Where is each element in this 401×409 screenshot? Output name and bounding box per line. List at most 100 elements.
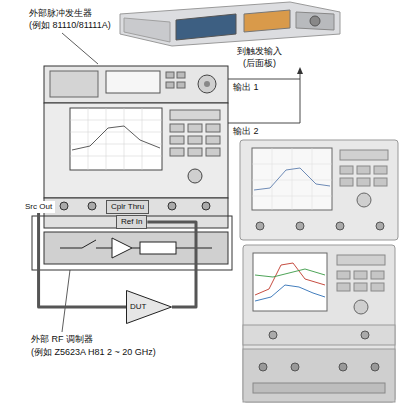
network-analyzer-photo xyxy=(337,271,350,279)
rf-modulator xyxy=(176,248,212,249)
rf-modulator xyxy=(32,216,232,270)
network-analyzer-photo xyxy=(240,140,398,240)
network-analyzer xyxy=(206,148,220,156)
rf-modulator xyxy=(82,240,96,248)
pulse-generator-instrument xyxy=(166,82,174,88)
network-analyzer xyxy=(170,148,184,156)
network-analyzer xyxy=(202,202,210,210)
rf-modulator xyxy=(60,248,82,249)
network-analyzer xyxy=(188,136,202,144)
network-analyzer xyxy=(170,110,220,120)
pulse-generator-photo xyxy=(120,2,340,46)
rf-modulator xyxy=(140,242,176,254)
port-label: Cplr Thru xyxy=(106,200,149,214)
pulse-generator-photo xyxy=(176,14,236,40)
cable xyxy=(39,213,126,307)
network-analyzer-photo xyxy=(339,363,347,371)
trigger-wire xyxy=(228,72,300,79)
network-analyzer xyxy=(70,108,162,170)
network-analyzer-photo xyxy=(374,178,387,186)
network-analyzer xyxy=(72,126,160,150)
pulse-generator-instrument xyxy=(50,71,98,97)
pulse-generator-instrument xyxy=(44,66,228,103)
node-text: Ref In xyxy=(121,217,142,226)
network-analyzer-photo xyxy=(357,178,370,186)
cable xyxy=(147,222,196,307)
pulse-generator-instrument xyxy=(166,72,174,78)
network-analyzer-photo xyxy=(252,148,332,210)
network-analyzer xyxy=(188,169,202,183)
node-text: Cplr Thru xyxy=(111,202,144,211)
network-analyzer xyxy=(60,202,68,210)
network-analyzer xyxy=(44,198,228,228)
rf-modulator xyxy=(112,238,132,258)
leader-line xyxy=(62,33,98,64)
network-analyzer-photo xyxy=(255,269,325,277)
signal-name: 输出 1 xyxy=(232,82,260,93)
network-analyzer-photo xyxy=(269,331,277,339)
amplifier-triangle xyxy=(127,291,172,324)
port-label: Ref In xyxy=(116,215,147,229)
pulse-generator-instrument xyxy=(44,66,228,103)
network-analyzer xyxy=(170,124,184,132)
pulse-generator-photo xyxy=(124,18,170,42)
network-analyzer-photo xyxy=(296,222,304,230)
network-analyzer xyxy=(44,103,228,198)
network-analyzer-photo xyxy=(243,349,395,402)
pulse-generator-instrument xyxy=(198,75,216,93)
instrument-name: 外部脉冲发生器 xyxy=(28,8,93,19)
network-analyzer-photo xyxy=(252,148,332,210)
pulse-generator-photo xyxy=(296,12,334,30)
network-analyzer-photo xyxy=(259,363,267,371)
network-analyzer xyxy=(206,124,220,132)
trigger-wire xyxy=(228,79,300,123)
network-analyzer xyxy=(188,148,202,156)
network-analyzer-photo xyxy=(337,255,385,265)
port-label: Src Out xyxy=(22,201,55,213)
network-analyzer-photo xyxy=(337,283,350,291)
node-text: DUT xyxy=(130,302,146,312)
network-analyzer-photo xyxy=(243,245,395,402)
network-analyzer-photo xyxy=(256,222,264,230)
instrument-name: 外部 RF 调制器 xyxy=(30,334,94,345)
network-analyzer xyxy=(188,124,202,132)
network-analyzer-photo xyxy=(376,222,384,230)
pulse-generator-photo xyxy=(120,2,340,46)
signal-note: (后面板) xyxy=(242,58,277,69)
network-analyzer-photo xyxy=(253,383,385,393)
network-analyzer-photo xyxy=(361,331,369,339)
network-analyzer-photo xyxy=(253,253,327,311)
network-analyzer-photo xyxy=(243,245,395,402)
trigger-wire xyxy=(297,67,303,74)
pulse-generator-instrument xyxy=(177,72,185,78)
pulse-generator-instrument xyxy=(106,71,160,93)
network-analyzer-photo xyxy=(340,178,353,186)
network-analyzer-photo xyxy=(354,300,368,314)
network-analyzer xyxy=(70,108,162,170)
rf-modulator xyxy=(44,232,228,264)
network-analyzer-photo xyxy=(340,166,353,174)
network-analyzer-photo xyxy=(374,166,387,174)
pulse-generator-instrument xyxy=(177,82,185,88)
rf-modulator xyxy=(32,216,232,270)
network-analyzer-photo xyxy=(240,140,398,240)
network-analyzer-photo xyxy=(243,325,395,345)
rf-modulator xyxy=(132,248,140,249)
model-note: (例如 81110/81111A) xyxy=(28,20,112,31)
network-analyzer-photo xyxy=(357,193,371,207)
pulse-generator-instrument xyxy=(204,81,210,87)
network-analyzer-photo xyxy=(357,166,370,174)
network-analyzer-photo xyxy=(354,271,367,279)
rf-modulator xyxy=(96,248,112,249)
network-analyzer-photo xyxy=(371,363,379,371)
model-note: (例如 Z5623A H81 2 ~ 20 GHz) xyxy=(30,347,157,358)
leader-line xyxy=(62,270,70,332)
dut-amplifier: DUT xyxy=(126,290,172,324)
network-analyzer xyxy=(88,202,96,210)
network-analyzer-photo xyxy=(371,283,384,291)
network-analyzer-photo xyxy=(336,222,344,230)
network-analyzer xyxy=(44,103,228,228)
network-analyzer-photo xyxy=(255,263,325,295)
network-analyzer-photo xyxy=(291,363,299,371)
